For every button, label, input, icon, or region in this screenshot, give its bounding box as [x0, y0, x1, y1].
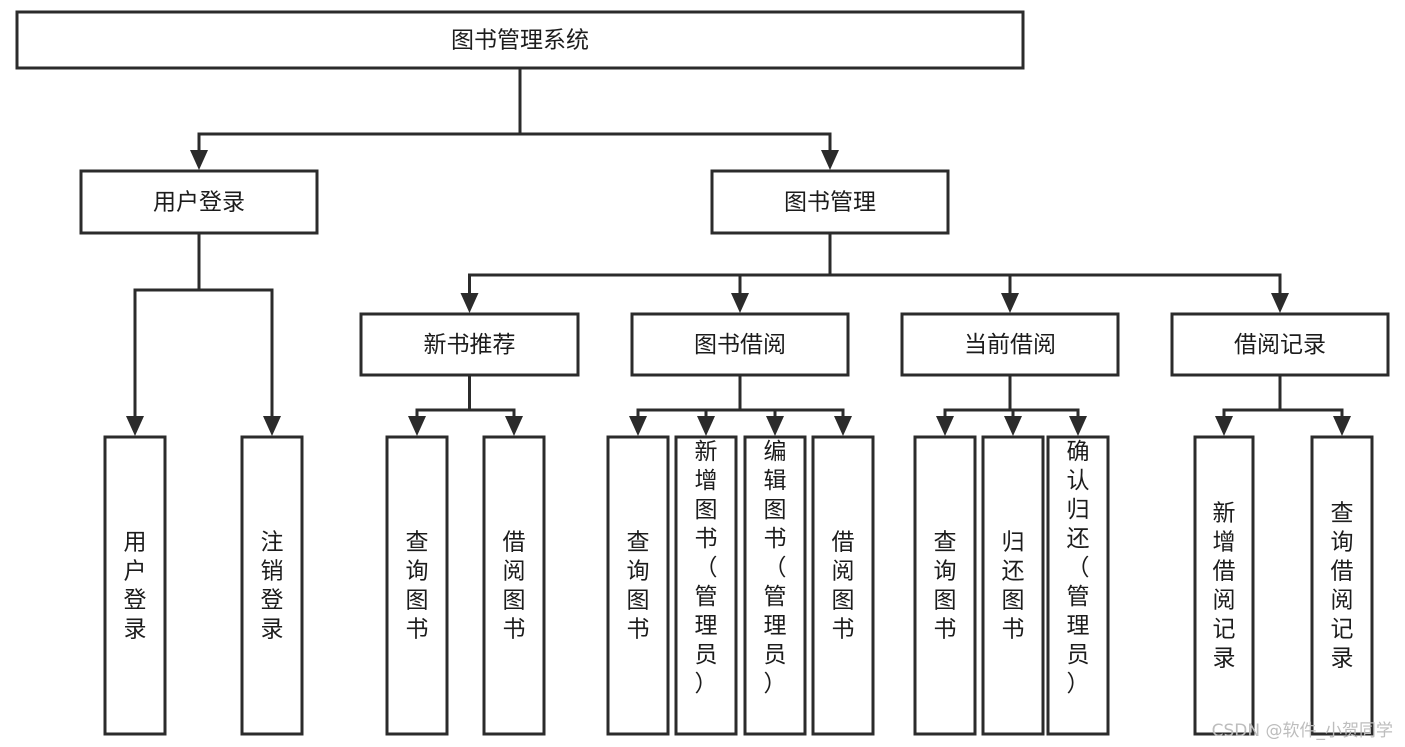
node-label-leaf-add-book: 新增图书（管理员）	[695, 439, 718, 697]
node-leaf-user-login: 用户登录	[103, 435, 167, 736]
node-leaf-add-record: 新增借阅记录	[1193, 435, 1255, 736]
node-label-leaf-query-book-2: 查询图书	[627, 530, 650, 643]
node-label-leaf-return-book: 归还图书	[1002, 530, 1025, 643]
connector-layer	[126, 66, 1351, 436]
node-box-leaf-borrow-book-1	[482, 435, 546, 736]
node-label-leaf-query-record: 查询借阅记录	[1331, 501, 1354, 672]
node-root: 图书管理系统	[15, 10, 1025, 70]
node-leaf-query-book-3: 查询图书	[913, 435, 977, 736]
node-box-root	[15, 10, 1025, 70]
node-leaf-confirm-return: 确认归还（管理员）	[1046, 435, 1110, 736]
node-box-leaf-borrow-book-2	[811, 435, 875, 736]
node-leaf-borrow-book-2: 借阅图书	[811, 435, 875, 736]
node-box-book-borrow	[630, 312, 850, 377]
node-leaf-add-book: 新增图书（管理员）	[674, 435, 738, 736]
node-current-borrow: 当前借阅	[900, 312, 1120, 377]
node-leaf-borrow-book-1: 借阅图书	[482, 435, 546, 736]
node-box-user-login	[79, 169, 319, 235]
node-label-leaf-query-book-3: 查询图书	[934, 530, 957, 643]
node-leaf-query-book-2: 查询图书	[606, 435, 670, 736]
node-leaf-query-record: 查询借阅记录	[1310, 435, 1374, 736]
node-box-leaf-query-book-2	[606, 435, 670, 736]
node-box-leaf-add-record	[1193, 435, 1255, 736]
node-box-leaf-query-book-1	[385, 435, 449, 736]
node-box-leaf-confirm-return	[1046, 435, 1110, 736]
node-box-borrow-record	[1170, 312, 1390, 377]
node-label-leaf-borrow-book-2: 借阅图书	[832, 530, 855, 643]
node-leaf-query-book-1: 查询图书	[385, 435, 449, 736]
node-label-leaf-user-login: 用户登录	[124, 530, 147, 643]
node-label-book-borrow: 图书借阅	[694, 332, 786, 358]
node-label-leaf-borrow-book-1: 借阅图书	[503, 530, 526, 643]
node-box-leaf-edit-book	[743, 435, 807, 736]
node-leaf-return-book: 归还图书	[981, 435, 1045, 736]
node-label-borrow-record: 借阅记录	[1234, 332, 1326, 358]
node-box-leaf-user-login	[103, 435, 167, 736]
node-label-leaf-logout: 注销登录	[261, 530, 284, 643]
node-label-book-mgmt: 图书管理	[784, 190, 876, 216]
node-label-leaf-confirm-return: 确认归还（管理员）	[1067, 439, 1090, 697]
node-box-new-book-rec	[359, 312, 580, 377]
node-user-login: 用户登录	[79, 169, 319, 235]
node-label-current-borrow: 当前借阅	[964, 332, 1056, 358]
csdn-watermark: CSDN @软件_小贺同学	[1211, 721, 1393, 741]
node-box-leaf-add-book	[674, 435, 738, 736]
node-box-leaf-return-book	[981, 435, 1045, 736]
node-box-current-borrow	[900, 312, 1120, 377]
node-label-root: 图书管理系统	[451, 28, 589, 54]
node-box-leaf-logout	[240, 435, 304, 736]
node-label-leaf-query-book-1: 查询图书	[406, 530, 429, 643]
node-book-borrow: 图书借阅	[630, 312, 850, 377]
node-leaf-edit-book: 编辑图书（管理员）	[743, 435, 807, 736]
node-box-book-mgmt	[710, 169, 950, 235]
node-label-leaf-edit-book: 编辑图书（管理员）	[764, 439, 787, 697]
node-new-book-rec: 新书推荐	[359, 312, 580, 377]
node-box-leaf-query-book-3	[913, 435, 977, 736]
node-leaf-logout: 注销登录	[240, 435, 304, 736]
node-label-new-book-rec: 新书推荐	[424, 332, 516, 358]
node-label-user-login: 用户登录	[153, 190, 245, 216]
node-borrow-record: 借阅记录	[1170, 312, 1390, 377]
node-book-mgmt: 图书管理	[710, 169, 950, 235]
node-box-leaf-query-record	[1310, 435, 1374, 736]
node-layer: 图书管理系统用户登录图书管理新书推荐图书借阅当前借阅借阅记录用户登录注销登录查询…	[15, 10, 1390, 736]
node-label-leaf-add-record: 新增借阅记录	[1213, 501, 1236, 672]
